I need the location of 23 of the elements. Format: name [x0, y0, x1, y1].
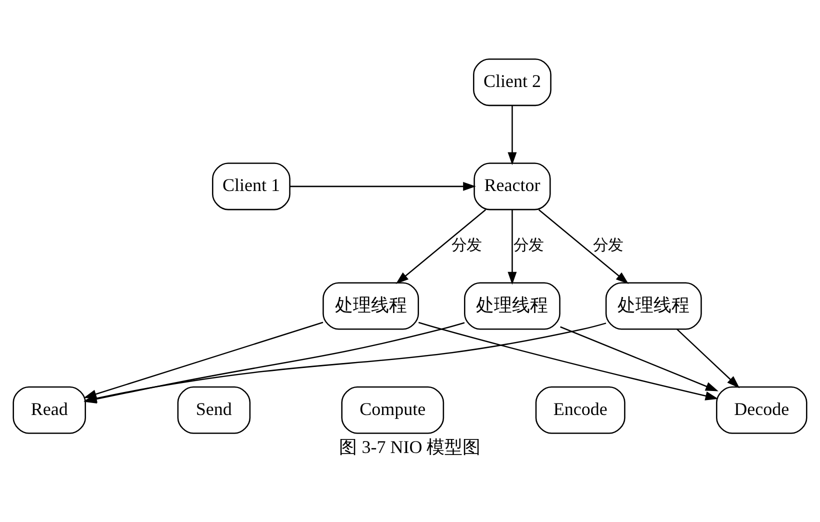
node-box: 处理线程: [464, 282, 560, 330]
node-box: 处理线程: [322, 282, 419, 330]
node-box: Reactor: [474, 162, 551, 210]
edge-label: 分发: [452, 237, 482, 254]
arrow: [538, 209, 629, 284]
node-box: Client 1: [212, 162, 290, 210]
node-box: Send: [177, 386, 251, 434]
arrow: [560, 326, 718, 392]
node-box: Read: [12, 386, 86, 434]
node-box: Encode: [535, 386, 626, 434]
arrow: [508, 210, 517, 285]
arrow: [290, 182, 476, 191]
node-box: Client 2: [473, 58, 552, 106]
edge-label: 分发: [513, 237, 544, 254]
edge-label: 分发: [593, 237, 623, 254]
arrow: [418, 322, 718, 400]
caption: 图 3-7 NIO 模型图: [339, 436, 481, 457]
node-box: Compute: [341, 386, 444, 434]
arrow: [508, 106, 517, 166]
arrow: [676, 328, 740, 388]
node-box: Decode: [716, 386, 808, 434]
node-box: 处理线程: [605, 282, 702, 330]
arrow: [396, 209, 486, 284]
